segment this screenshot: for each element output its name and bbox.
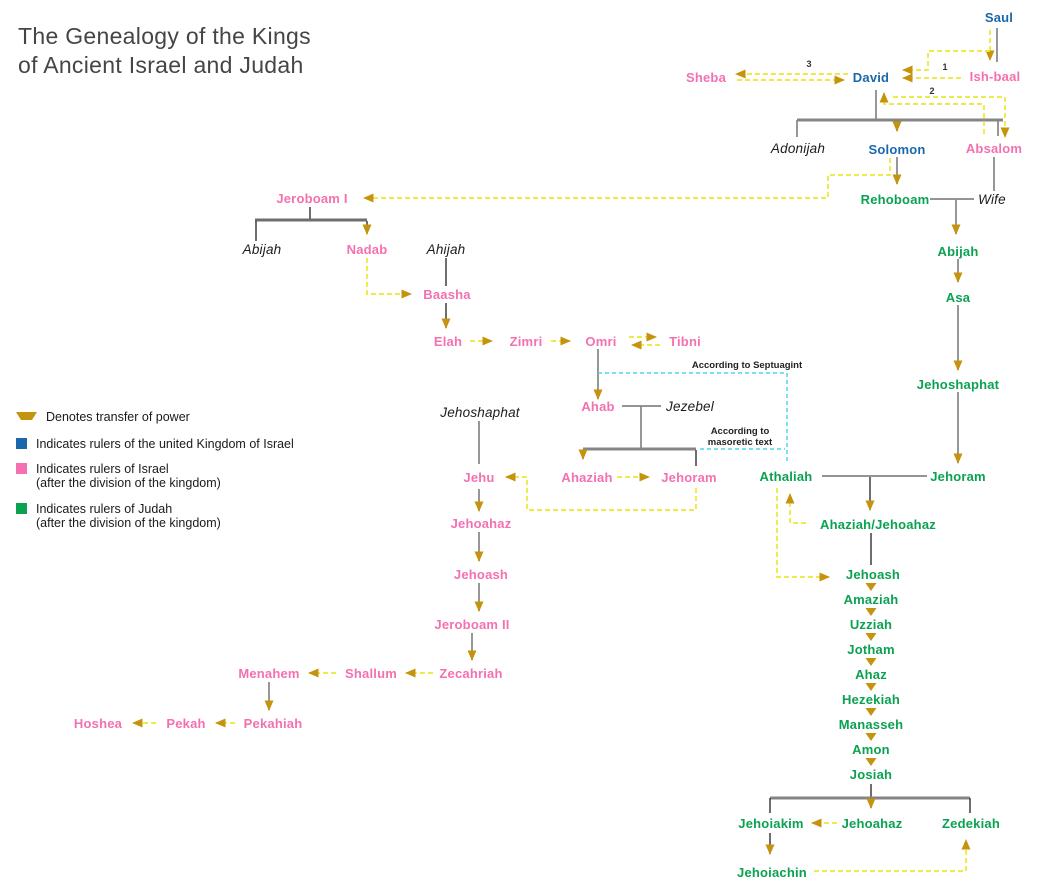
node-ahab: Ahab [581, 399, 615, 414]
node-abijah-israel: Abijah [242, 242, 282, 257]
arrow-ahaz-hezekiah [865, 683, 877, 691]
node-zecahriah: Zecahriah [439, 666, 503, 681]
line-septuagint [598, 372, 788, 461]
arrow-jotham-ahaz [865, 658, 877, 666]
masoretic-note-line1: According to [710, 426, 770, 437]
israel-swatch-icon [16, 463, 27, 474]
node-elah: Elah [433, 334, 463, 349]
node-pekah: Pekah [166, 716, 206, 731]
node-hezekiah: Hezekiah [842, 692, 900, 707]
node-tibni: Tibni [669, 334, 701, 349]
node-absalom: Absalom [965, 141, 1023, 156]
node-jehoshaphat-israel: Jehoshaphat [440, 405, 520, 420]
transfer-nadab-baasha [366, 258, 412, 299]
node-jehoiakim: Jehoiakim [738, 816, 804, 831]
title-line1: The Genealogy of the Kings [18, 23, 311, 49]
node-jehu: Jehu [463, 470, 495, 485]
judah-swatch-icon [16, 503, 27, 514]
annotation-lines [598, 372, 788, 461]
transfer-absalom-david [879, 92, 985, 134]
node-omri: Omri [585, 334, 617, 349]
node-jotham: Jotham [847, 642, 895, 657]
node-jehoram-israel: Jehoram [661, 470, 717, 485]
node-baasha: Baasha [423, 287, 471, 302]
transfer-jehoiachin-zedekiah [814, 839, 971, 872]
septuagint-note: According to Septuagint [691, 360, 803, 371]
node-ishbaal: Ish-baal [969, 69, 1021, 84]
arrow-hezekiah-manasseh [865, 708, 877, 716]
node-jehoahaz-israel: Jehoahaz [450, 516, 512, 531]
node-abijah-judah: Abijah [937, 244, 979, 259]
legend-transfer: Denotes transfer of power [16, 410, 190, 424]
page-title: The Genealogy of the Kings of Ancient Is… [18, 22, 311, 79]
arrow-manasseh-amon [865, 733, 877, 741]
transfer-ahaziahjehoahaz-athaliah [785, 493, 806, 524]
node-jehoiachin: Jehoiachin [737, 865, 807, 880]
arrow-jehoash-amaziah [865, 583, 877, 591]
node-ahijah: Ahijah [426, 242, 466, 257]
transfer-arrow-icon [16, 412, 37, 420]
node-solomon: Solomon [868, 142, 926, 157]
masoretic-note: According to masoretic text [708, 426, 772, 448]
node-jezebel: Jezebel [666, 399, 714, 414]
node-athaliah: Athaliah [759, 469, 813, 484]
node-jehoash-israel: Jehoash [453, 567, 509, 582]
node-menahem: Menahem [238, 666, 300, 681]
node-jeroboam-i: Jeroboam I [276, 191, 348, 206]
node-ahaziah-jehoahaz: Ahaziah/Jehoahaz [820, 517, 936, 532]
node-nadab: Nadab [346, 242, 388, 257]
legend-judah: Indicates rulers of Judah (after the div… [16, 502, 221, 530]
arrow-amon-josiah [865, 758, 877, 766]
node-zedekiah: Zedekiah [942, 816, 1000, 831]
node-jehoshaphat-judah: Jehoshaphat [916, 377, 1000, 392]
node-david: David [852, 70, 890, 85]
legend-judah-label: Indicates rulers of Judah (after the div… [36, 502, 221, 530]
node-ahaz: Ahaz [855, 667, 887, 682]
node-amaziah: Amaziah [843, 592, 899, 607]
node-hoshea: Hoshea [73, 716, 123, 731]
succession-arrows [865, 583, 877, 766]
node-wife: Wife [978, 192, 1006, 207]
node-saul: Saul [984, 10, 1014, 25]
legend-united: Indicates rulers of the united Kingdom o… [16, 437, 294, 451]
node-jehoram-judah: Jehoram [930, 469, 986, 484]
arrow-uzziah-jotham [865, 633, 877, 641]
node-adonijah: Adonijah [770, 141, 826, 156]
node-jehoahaz-judah: Jehoahaz [841, 816, 903, 831]
transfer-david-absalom [893, 96, 1010, 138]
arrow-amaziah-uzziah [865, 608, 877, 616]
transfer-seq-2: 2 [929, 86, 935, 96]
node-josiah: Josiah [849, 767, 893, 782]
legend-judah-line1: Indicates rulers of Judah [36, 502, 173, 516]
legend-israel-line1: Indicates rulers of Israel [36, 462, 169, 476]
node-asa: Asa [945, 290, 971, 305]
transfer-lines [132, 30, 1010, 872]
legend-israel-label: Indicates rulers of Israel (after the di… [36, 462, 221, 490]
node-amon: Amon [852, 742, 890, 757]
node-rehoboam: Rehoboam [860, 192, 930, 207]
transfer-seq-3: 3 [806, 59, 812, 69]
node-jehoash-judah: Jehoash [845, 567, 901, 582]
node-zimri: Zimri [509, 334, 543, 349]
node-pekahiah: Pekahiah [243, 716, 303, 731]
node-sheba: Sheba [685, 70, 727, 85]
node-manasseh: Manasseh [838, 717, 904, 732]
legend-israel-line2: (after the division of the kingdom) [36, 476, 221, 490]
transfer-seq-1: 1 [942, 62, 948, 72]
legend-united-label: Indicates rulers of the united Kingdom o… [36, 437, 294, 451]
node-ahaziah-israel: Ahaziah [561, 470, 613, 485]
node-shallum: Shallum [345, 666, 397, 681]
legend-israel: Indicates rulers of Israel (after the di… [16, 462, 221, 490]
title-line2: of Ancient Israel and Judah [18, 51, 304, 78]
united-kingdom-swatch-icon [16, 438, 27, 449]
node-uzziah: Uzziah [849, 617, 893, 632]
transfer-athaliah-jehoash [776, 488, 830, 582]
legend-transfer-label: Denotes transfer of power [46, 410, 190, 424]
family-lines [255, 28, 1003, 855]
legend-judah-line2: (after the division of the kingdom) [36, 516, 221, 530]
masoretic-note-line2: masoretic text [707, 437, 773, 448]
node-jeroboam-ii: Jeroboam II [434, 617, 510, 632]
transfer-to-jeroboam-i [363, 158, 891, 203]
